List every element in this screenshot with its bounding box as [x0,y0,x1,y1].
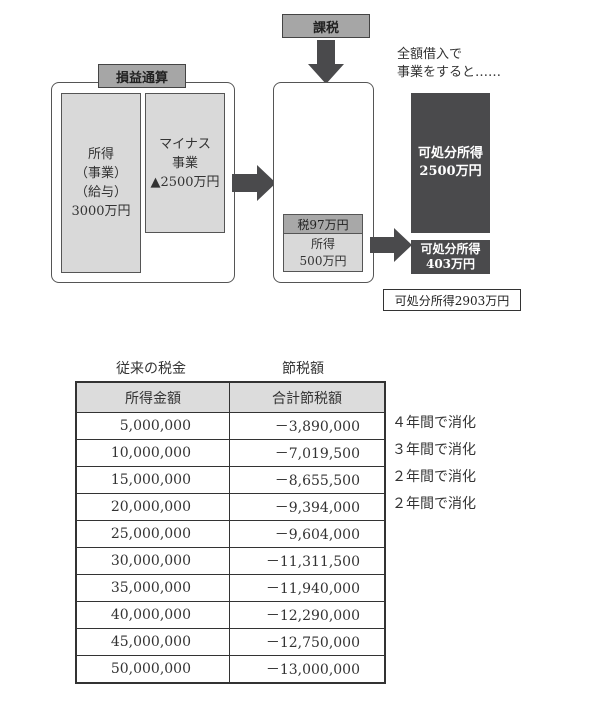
after-tax-income-amount: 500万円 [299,253,347,268]
after-tax-income-label: 所得 [310,236,335,251]
disposable-income-small: 可処分所得 403万円 [411,240,490,274]
savings-cell: －3,890,000 [229,412,386,440]
income-cell: 45,000,000 [75,628,230,656]
income-amount: 3000万円 [71,204,131,219]
disposable-label: 可処分所得 [417,146,483,161]
table-row: 45,000,000－12,750,000 [75,628,386,656]
savings-cell: －8,655,500 [229,466,386,494]
table-row: 30,000,000－11,311,500 [75,547,386,575]
table-row: 50,000,000－13,000,000 [75,655,386,684]
income-box: 所得 （事業） （給与） 3000万円 [61,93,141,273]
savings-cell: －7,019,500 [229,439,386,467]
digest-note: ３年間で消化 [392,442,476,458]
caption-tax-savings: 節税額 [282,361,324,377]
income-cell: 40,000,000 [75,601,230,629]
income-line: 所得 [87,147,114,162]
income-cell: 30,000,000 [75,547,230,575]
income-cell: 15,000,000 [75,466,230,494]
arrow-right-icon [370,228,414,262]
tax-amount: 税97万円 [284,215,362,234]
disposable-income-large: 可処分所得 2500万円 [411,93,490,233]
taxation-label: 課税 [282,14,370,38]
income-line: （給与） [74,185,127,200]
borrowing-note: 全額借入で 事業をすると…… [397,46,537,82]
disposable-amount: 2500万円 [419,164,482,179]
digest-note: ２年間で消化 [392,496,476,512]
disposable-label: 可処分所得 [420,242,481,256]
digest-notes: ４年間で消化 ３年間で消化 ２年間で消化 ２年間で消化 [392,410,512,518]
table-row: 35,000,000－11,940,000 [75,574,386,602]
disposable-total: 可処分所得2903万円 [383,289,521,311]
savings-cell: －12,750,000 [229,628,386,656]
arrow-right-icon [232,165,276,201]
loss-line: 事業 [171,155,198,171]
digest-note: ２年間で消化 [392,469,476,485]
table-row: 15,000,000－8,655,500 [75,466,386,494]
table-row: 40,000,000－12,290,000 [75,601,386,629]
offset-label: 損益通算 [98,64,186,88]
savings-cell: －9,394,000 [229,493,386,521]
caption-conventional-tax: 従来の税金 [116,361,186,377]
table-row: 25,000,000－9,604,000 [75,520,386,548]
disposable-amount: 403万円 [425,257,476,271]
savings-cell: －12,290,000 [229,601,386,629]
income-cell: 25,000,000 [75,520,230,548]
savings-cell: －11,311,500 [229,547,386,575]
table-row: 5,000,000－3,890,000 [75,412,386,440]
tax-box: 税97万円 所得 500万円 [283,214,363,272]
loss-line: マイナス [159,136,211,152]
note-line: 事業をすると…… [397,65,502,80]
income-cell: 5,000,000 [75,412,230,440]
table-row: 10,000,000－7,019,500 [75,439,386,467]
tax-savings-table-wrap: 所得金額 合計節税額 5,000,000－3,890,000 10,000,00… [75,381,386,684]
income-cell: 50,000,000 [75,655,230,684]
savings-cell: －11,940,000 [229,574,386,602]
table-row: 20,000,000－9,394,000 [75,493,386,521]
note-line: 全額借入で [397,47,463,62]
income-cell: 20,000,000 [75,493,230,521]
income-cell: 10,000,000 [75,439,230,467]
tax-savings-table: 所得金額 合計節税額 5,000,000－3,890,000 10,000,00… [75,381,386,684]
header-savings: 合計節税額 [229,381,386,413]
table-header-row: 所得金額 合計節税額 [75,381,386,413]
savings-cell: －9,604,000 [229,520,386,548]
arrow-down-icon [308,40,344,84]
loss-amount: ▲2500万円 [150,174,220,190]
loss-box: マイナス 事業 ▲2500万円 [145,93,225,233]
after-tax-income: 所得 500万円 [284,234,362,271]
digest-note: ４年間で消化 [392,415,476,431]
savings-cell: －13,000,000 [229,655,386,684]
header-income: 所得金額 [75,381,230,413]
income-cell: 35,000,000 [75,574,230,602]
income-line: （事業） [74,166,127,181]
